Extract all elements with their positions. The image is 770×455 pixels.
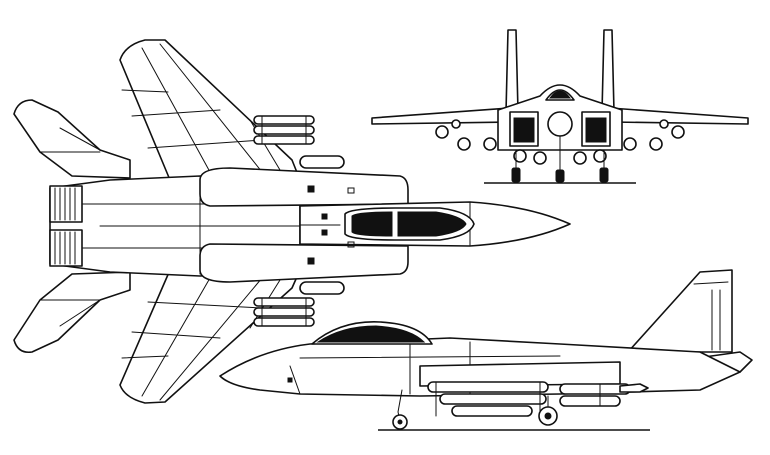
front-view-canopy-dark (549, 90, 571, 99)
top-view-upper-wing (119, 39, 301, 181)
side-view-nose-wheel-hub (397, 419, 403, 425)
side-view-mark (287, 377, 293, 383)
front-view-left-intake-dark (513, 117, 535, 143)
top-view-lower-station (299, 281, 345, 295)
top-view-nozzle-lines (54, 187, 76, 265)
top-view-upper-wing-panels (121, 43, 281, 173)
front-view (371, 29, 749, 184)
top-view-lower-intake (199, 243, 409, 283)
side-view-main-wheel-hub (544, 412, 552, 420)
front-view-left-wheel (511, 167, 521, 183)
top-view-mark-6 (347, 241, 355, 248)
top-view-upper-stabilizer-detail (39, 127, 101, 153)
front-view-stores (435, 119, 685, 165)
top-view-mark-5 (347, 187, 355, 194)
top-view-mark-3 (321, 213, 328, 220)
top-view-upper-station (299, 155, 345, 169)
front-view-right-wheel (599, 167, 609, 183)
front-view-nose (547, 111, 573, 137)
side-view-fin-details (693, 281, 729, 351)
top-view-mark-2 (307, 257, 315, 265)
top-view-mark-4 (321, 229, 328, 236)
top-view (13, 39, 571, 404)
top-view-lower-stores (253, 297, 315, 327)
side-view-canopy-glass (316, 325, 426, 343)
front-view-left-fin (505, 29, 519, 113)
front-view-right-fin (601, 29, 615, 113)
top-view-lower-stabilizer-detail (39, 299, 101, 327)
top-view-upper-stores (253, 115, 315, 145)
side-view-stores (427, 381, 649, 417)
top-view-mark-1 (307, 185, 315, 193)
front-view-right-intake-dark (585, 117, 607, 143)
top-view-upper-intake (199, 167, 409, 207)
front-view-nose-wheel (555, 169, 565, 183)
top-view-canopy-glass-rear (351, 211, 393, 237)
front-view-right-wing (609, 107, 749, 125)
top-view-lower-stabilizer (13, 271, 131, 354)
top-view-aft-body-lines (81, 177, 301, 275)
top-view-upper-stabilizer (13, 99, 131, 179)
top-view-lower-wing-panels (121, 277, 281, 401)
top-view-canopy-glass-front (397, 211, 467, 237)
front-view-left-wing (371, 107, 511, 125)
side-view-fuselage-lines (289, 341, 561, 395)
side-view (219, 269, 753, 431)
